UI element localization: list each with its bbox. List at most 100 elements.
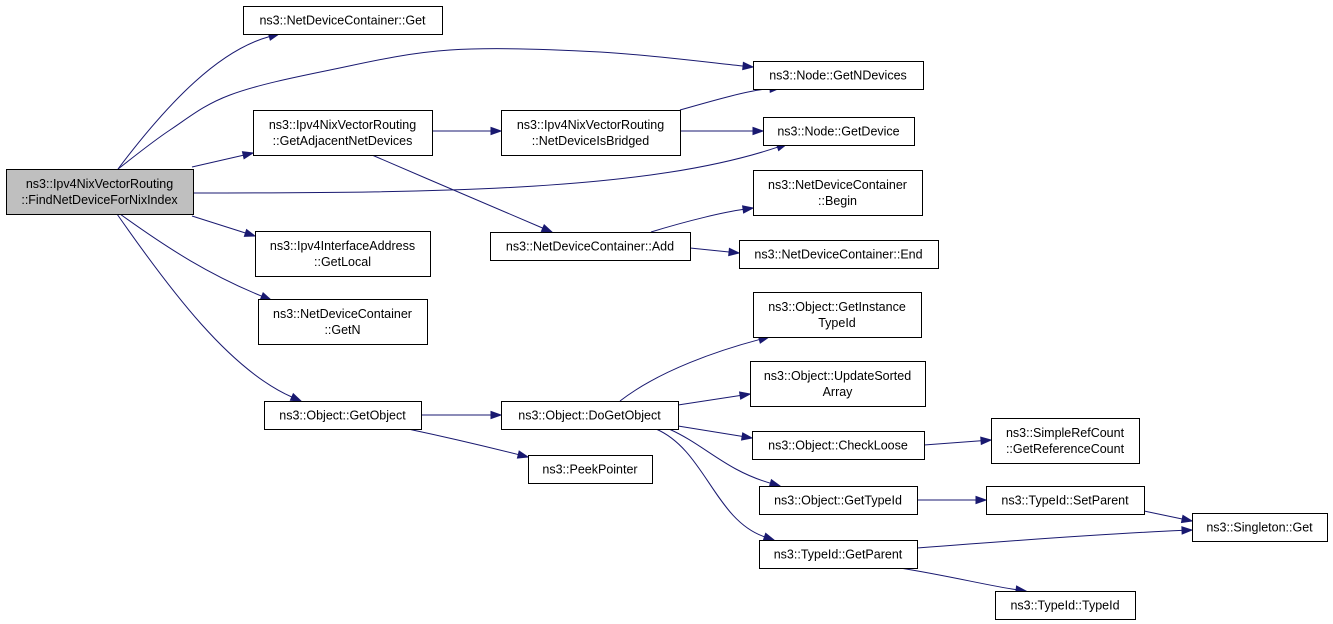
node-label: ns3::Ipv4NixVectorRouting — [26, 177, 173, 191]
node-typeid-setparent[interactable]: ns3::TypeId::SetParent — [986, 486, 1145, 515]
edge-line — [117, 36, 270, 170]
arrowhead — [241, 151, 255, 160]
node-box[interactable] — [528, 455, 653, 484]
arrowhead — [742, 61, 755, 71]
arrowhead — [1180, 514, 1194, 524]
node-ipv4-getlocal[interactable]: ns3::Ipv4InterfaceAddress::GetLocal — [255, 231, 431, 277]
edge-isbridged-to-node_getdevice — [680, 126, 765, 136]
node-root[interactable]: ns3::Ipv4NixVectorRouting::FindNetDevice… — [6, 169, 194, 215]
node-label: ns3::Node::GetDevice — [777, 125, 899, 139]
node-box[interactable] — [986, 486, 1145, 515]
edge-line — [689, 247, 730, 253]
node-box[interactable] — [753, 61, 924, 90]
arrowhead — [1181, 526, 1194, 535]
node-box[interactable] — [759, 540, 918, 569]
node-label: ns3::TypeId::TypeId — [1010, 599, 1119, 613]
node-label: ns3::TypeId::GetParent — [774, 548, 903, 562]
node-singleton-get[interactable]: ns3::Singleton::Get — [1192, 513, 1328, 542]
arrowhead — [540, 223, 554, 233]
arrowhead — [738, 391, 752, 400]
node-box[interactable] — [763, 117, 915, 146]
edge-line — [117, 48, 744, 170]
node-label: ns3::NetDeviceContainer::Add — [506, 240, 674, 254]
node-box[interactable] — [258, 299, 428, 345]
arrowhead — [490, 126, 503, 136]
edge-line — [119, 213, 262, 297]
node-label: ns3::Object::UpdateSorted — [764, 369, 911, 383]
node-box[interactable] — [1192, 513, 1328, 542]
arrowhead — [975, 495, 988, 505]
edge-typeid_getparent-to-typeid_typeid — [899, 567, 1028, 594]
node-box[interactable] — [753, 170, 923, 216]
node-obj-getobject[interactable]: ns3::Object::GetObject — [264, 401, 422, 430]
arrowhead — [762, 532, 776, 541]
node-obj-checkloose[interactable]: ns3::Object::CheckLoose — [752, 431, 925, 460]
arrowhead — [728, 247, 741, 257]
node-label: ::Begin — [818, 194, 857, 208]
edge-line — [650, 208, 744, 233]
node-label: ::GetAdjacentNetDevices — [273, 134, 413, 148]
node-box[interactable] — [753, 292, 922, 338]
node-box[interactable] — [739, 240, 939, 269]
edge-line — [668, 428, 771, 484]
node-box[interactable] — [243, 6, 443, 35]
edge-getadj-to-isbridged — [432, 126, 503, 136]
node-ndc-getn[interactable]: ns3::NetDeviceContainer::GetN — [258, 299, 428, 345]
node-typeid-getparent[interactable]: ns3::TypeId::GetParent — [759, 540, 918, 569]
node-box[interactable] — [995, 591, 1136, 620]
edge-line — [192, 146, 778, 194]
node-obj-gettypeid[interactable]: ns3::Object::GetTypeId — [759, 486, 918, 515]
node-box[interactable] — [759, 486, 918, 515]
node-box[interactable] — [6, 169, 194, 215]
edge-obj_dogetobject-to-obj_updatesorted — [677, 391, 752, 406]
edge-line — [191, 215, 246, 234]
edge-line — [916, 529, 1183, 549]
node-label: ns3::Ipv4NixVectorRouting — [269, 118, 416, 132]
node-box[interactable] — [501, 401, 679, 430]
arrowhead — [243, 228, 257, 237]
node-box[interactable] — [501, 110, 681, 156]
node-box[interactable] — [264, 401, 422, 430]
arrowhead — [259, 292, 273, 301]
node-ndc-add[interactable]: ns3::NetDeviceContainer::Add — [490, 232, 691, 261]
edge-line — [191, 154, 244, 168]
node-box[interactable] — [750, 361, 926, 407]
node-box[interactable] — [255, 231, 431, 277]
node-ndc-end[interactable]: ns3::NetDeviceContainer::End — [739, 240, 939, 269]
node-label: ::GetReferenceCount — [1006, 442, 1125, 456]
node-ndc-get[interactable]: ns3::NetDeviceContainer::Get — [243, 6, 443, 35]
node-getadj[interactable]: ns3::Ipv4NixVectorRouting::GetAdjacentNe… — [253, 110, 433, 156]
node-node-getndevices[interactable]: ns3::Node::GetNDevices — [753, 61, 924, 90]
node-node-getdevice[interactable]: ns3::Node::GetDevice — [763, 117, 915, 146]
node-peekpointer[interactable]: ns3::PeekPointer — [528, 455, 653, 484]
arrowhead — [490, 410, 503, 420]
node-box[interactable] — [253, 110, 433, 156]
node-box[interactable] — [991, 418, 1140, 464]
edge-line — [677, 395, 741, 406]
arrowhead — [752, 126, 765, 136]
node-label: ns3::Node::GetNDevices — [769, 69, 907, 83]
node-obj-dogetobject[interactable]: ns3::Object::DoGetObject — [501, 401, 679, 430]
arrowhead — [289, 392, 303, 402]
edge-obj_getobject-to-obj_dogetobject — [421, 410, 503, 420]
node-label: ns3::Object::GetInstance — [768, 300, 906, 314]
node-simplerefcount[interactable]: ns3::SimpleRefCount::GetReferenceCount — [991, 418, 1140, 464]
node-label: ns3::TypeId::SetParent — [1001, 494, 1129, 508]
arrowhead — [980, 436, 993, 446]
edge-line — [407, 428, 519, 456]
edge-line — [677, 425, 743, 437]
node-ndc-begin[interactable]: ns3::NetDeviceContainer::Begin — [753, 170, 923, 216]
node-box[interactable] — [752, 431, 925, 460]
node-label: ::GetN — [324, 323, 360, 337]
node-typeid-typeid[interactable]: ns3::TypeId::TypeId — [995, 591, 1136, 620]
edge-obj_getobject-to-peekpointer — [407, 428, 530, 459]
node-isbridged[interactable]: ns3::Ipv4NixVectorRouting::NetDeviceIsBr… — [501, 110, 681, 156]
node-box[interactable] — [490, 232, 691, 261]
edge-line — [116, 213, 293, 398]
edge-root-to-ndc_getn — [119, 213, 273, 301]
edge-line — [923, 440, 982, 446]
node-label: ns3::Ipv4InterfaceAddress — [270, 239, 415, 253]
